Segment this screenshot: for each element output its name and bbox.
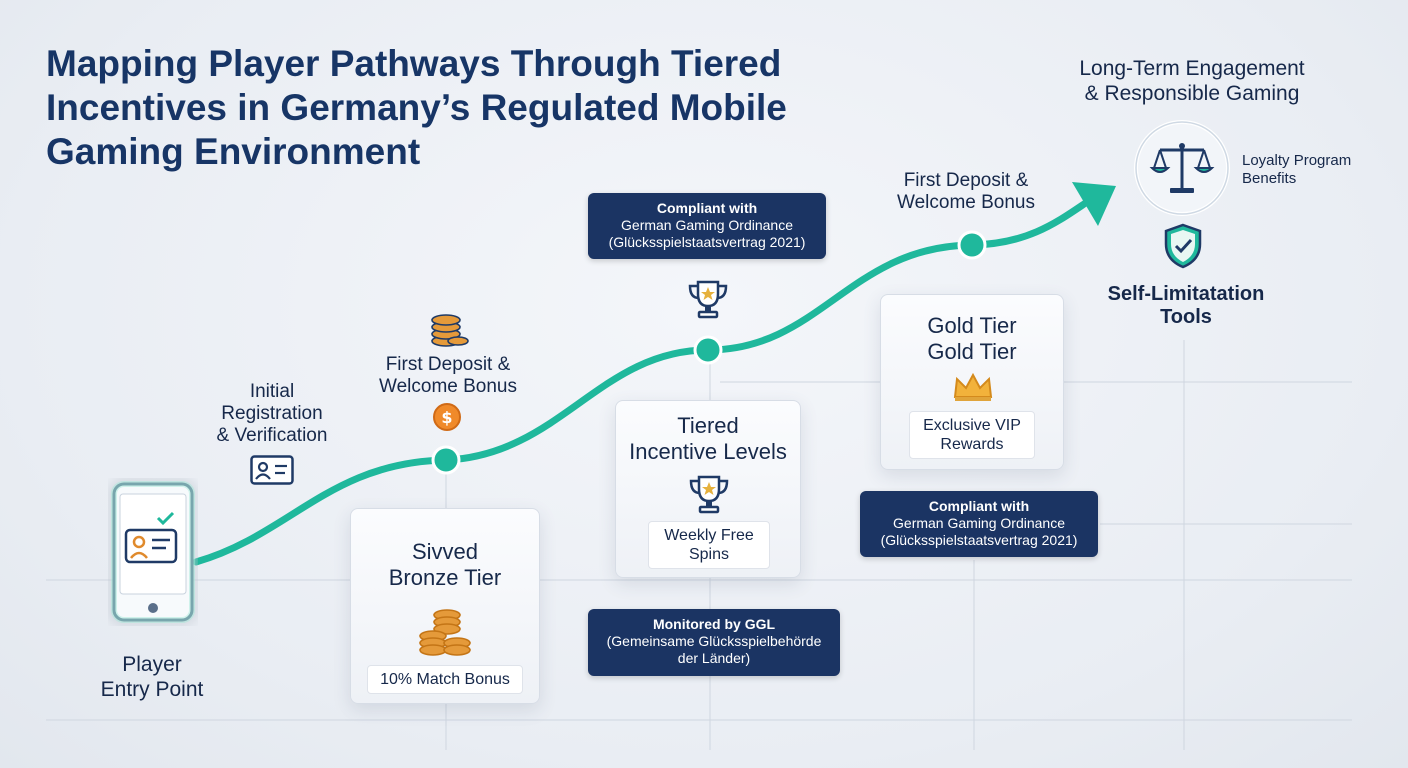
monitored-line3: der Länder) <box>677 650 751 666</box>
gold-tier-card: Gold Tier Gold Tier Exclusive VIP Reward… <box>880 294 1064 470</box>
compliance-right-line2: German Gaming Ordinance <box>893 515 1065 531</box>
node-tiered <box>693 335 723 365</box>
node-first-deposit-right <box>957 230 987 260</box>
vip-line1: Exclusive VIP <box>923 417 1021 434</box>
free-spins-line2: Spins <box>688 546 730 563</box>
loyalty-label: Loyalty Program Benefits <box>1242 152 1382 188</box>
registration-line3: & Verification <box>216 425 328 446</box>
node-deposit <box>431 445 461 475</box>
bronze-card-title: Sivved Bronze Tier <box>351 539 539 591</box>
scales-icon <box>1130 118 1234 223</box>
tiered-card-line2: Incentive Levels <box>629 439 787 464</box>
self-limit-line2: Tools <box>1160 306 1212 328</box>
longterm-line2: & Responsible Gaming <box>1084 82 1300 105</box>
coin-pile-icon <box>417 603 475 662</box>
monitored-line1: Monitored by GGL <box>652 616 776 632</box>
vip-line2: Rewards <box>940 436 1004 453</box>
self-limit-line1: Self-Limitatation <box>1107 283 1265 305</box>
deposit-left-line1: First Deposit & <box>385 354 511 375</box>
compliance-top-line3: (Glücksspielstaatsvertrag 2021) <box>608 234 806 250</box>
tiered-incentive-card: Tiered Incentive Levels Weekly Free Spin… <box>615 400 801 578</box>
compliance-top-line1: Compliant with <box>656 200 758 216</box>
gold-card-line2: Gold Tier <box>927 339 1017 364</box>
deposit-left-line2: Welcome Bonus <box>379 376 517 397</box>
bronze-tier-card: Sivved Bronze Tier 10% Match Bonus <box>350 508 540 704</box>
registration-line1: Initial <box>249 381 295 402</box>
first-deposit-left-label: First Deposit & Welcome Bonus <box>358 354 538 398</box>
registration-label: Initial Registration & Verification <box>196 381 348 447</box>
trophy-icon-top <box>686 278 730 325</box>
first-deposit-right-label: First Deposit & Welcome Bonus <box>876 170 1056 214</box>
deposit-right-line1: First Deposit & <box>903 170 1029 191</box>
compliance-box-right: Compliant with German Gaming Ordinance (… <box>860 491 1098 557</box>
gold-card-title: Gold Tier Gold Tier <box>881 313 1063 365</box>
vip-rewards-pill: Exclusive VIP Rewards <box>909 411 1035 459</box>
compliance-right-line3: (Glücksspielstaatsvertrag 2021) <box>880 532 1078 548</box>
compliance-right-line1: Compliant with <box>928 498 1030 514</box>
trophy-icon-card <box>687 473 731 520</box>
entry-point-label: Player Entry Point <box>60 652 244 702</box>
dollar-coin-icon: $ <box>432 402 462 437</box>
gold-card-line1: Gold Tier <box>927 313 1017 338</box>
pathway-nodes <box>431 230 987 475</box>
pathway-arrowhead <box>1072 182 1116 226</box>
monitored-line2: (Gemeinsame Glücksspielbehörde <box>606 633 822 649</box>
free-spins-pill: Weekly Free Spins <box>648 521 770 569</box>
compliance-box-top: Compliant with German Gaming Ordinance (… <box>588 193 826 259</box>
coin-stack-icon <box>428 310 470 353</box>
deposit-right-line2: Welcome Bonus <box>897 192 1035 213</box>
loyalty-line2: Benefits <box>1242 170 1297 187</box>
page-title: Mapping Player Pathways Through Tiered I… <box>46 42 846 174</box>
crown-icon <box>951 371 995 408</box>
id-card-icon <box>250 455 294 490</box>
bronze-card-line1: Sivved <box>411 539 479 564</box>
page-title-text: Mapping Player Pathways Through Tiered I… <box>46 43 787 172</box>
svg-text:$: $ <box>441 408 452 427</box>
longterm-label: Long-Term Engagement & Responsible Gamin… <box>1046 56 1338 106</box>
bronze-pill-text: 10% Match Bonus <box>380 671 510 688</box>
compliance-top-line2: German Gaming Ordinance <box>621 217 793 233</box>
longterm-line1: Long-Term Engagement <box>1079 57 1305 80</box>
tiered-card-line1: Tiered <box>677 413 739 438</box>
shield-check-icon <box>1162 222 1204 275</box>
registration-line2: Registration <box>221 403 323 424</box>
self-limitation-label: Self-Limitatation Tools <box>1086 283 1286 329</box>
loyalty-line1: Loyalty Program <box>1242 152 1352 169</box>
phone-icon <box>108 478 198 626</box>
monitored-box: Monitored by GGL (Gemeinsame Glücksspiel… <box>588 609 840 676</box>
free-spins-line1: Weekly Free <box>664 527 754 544</box>
entry-line2: Entry Point <box>100 678 204 701</box>
bronze-card-line2: Bronze Tier <box>388 565 502 590</box>
entry-line1: Player <box>122 653 182 676</box>
bronze-bonus-pill: 10% Match Bonus <box>367 665 523 694</box>
tiered-card-title: Tiered Incentive Levels <box>616 413 800 465</box>
